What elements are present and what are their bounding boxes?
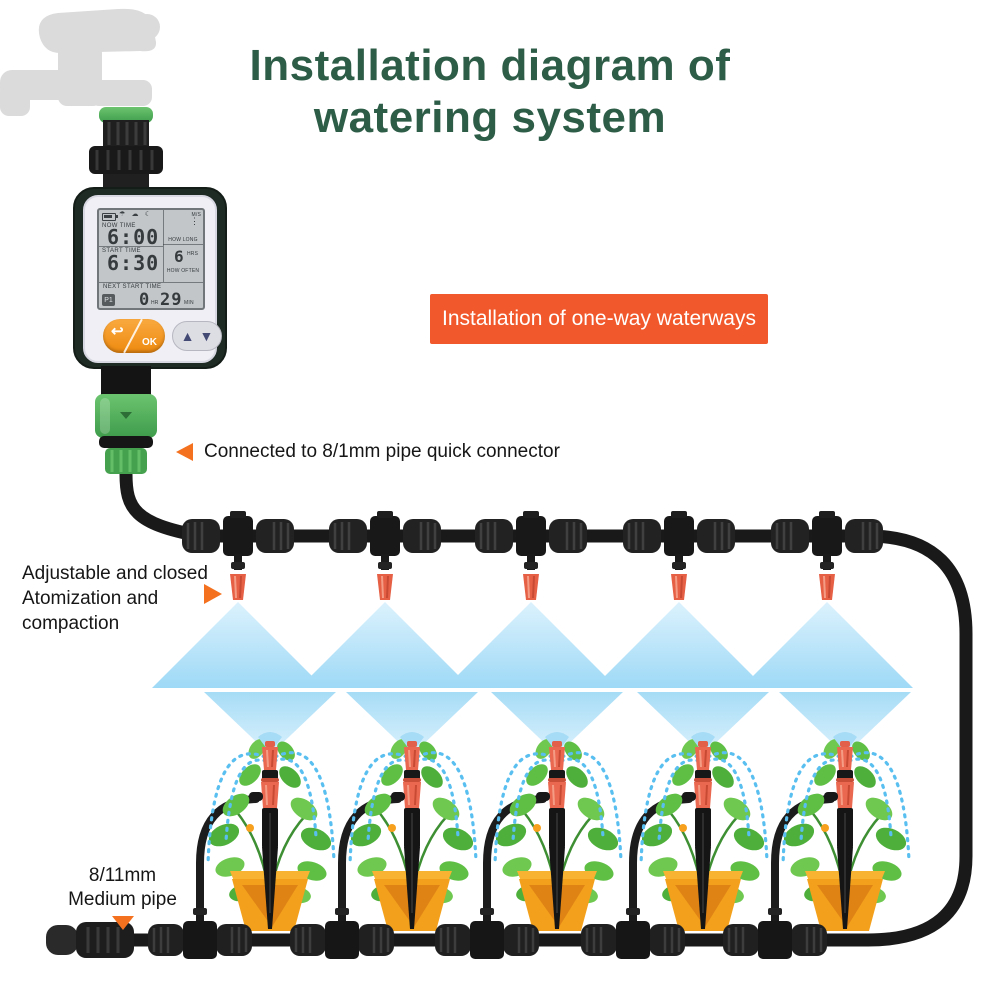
start-time-label: START TIME (102, 248, 141, 254)
now-time-value: 6:00 (107, 225, 160, 249)
back-ok-button: ↩ OK (103, 318, 165, 354)
faucet-silhouette (0, 8, 160, 116)
bottom-tee-3 (433, 906, 541, 961)
medium-pipe-label-line-2: Medium pipe (68, 889, 177, 910)
title-line-1: Installation diagram of (249, 41, 731, 90)
main-pipe (59, 529, 973, 947)
bottom-tee-1 (146, 906, 254, 961)
timer-lcd: ☂ ☁ ☾ M/S ⋮ NOW TIME 6:00 START TIME 6:3… (97, 208, 205, 310)
timer-supply-tube (119, 467, 207, 543)
next-hr-value: 0 (139, 290, 151, 310)
level-indicator-icon: ⋮ (190, 216, 199, 226)
next-min-value: 29 (160, 290, 183, 310)
atomizer-label-line-2: Atomization and (22, 588, 159, 609)
how-often-unit: HRS (187, 251, 199, 257)
down-arrow-icon: ▼ (199, 328, 214, 344)
battery-icon (102, 213, 118, 221)
banner-text: Installation of one-way waterways (442, 307, 756, 330)
pointer-down-icon (112, 916, 134, 930)
atomizer-label-line-3: compaction (22, 613, 120, 634)
mode-label: M/S (191, 212, 201, 218)
next-start-label: NEXT START TIME (103, 284, 162, 290)
bottom-tee-2 (288, 906, 396, 961)
medium-pipe-label-line-1: 8/11mm (88, 865, 157, 886)
ok-label: OK (142, 337, 157, 348)
quick-connector-label: Connected to 8/1mm pipe quick connector (204, 441, 560, 462)
page-title: Installation diagram of watering system (140, 40, 840, 144)
bottom-tee-4 (579, 906, 687, 961)
timer-top-connector (89, 107, 163, 190)
bottom-tee-5 (721, 906, 829, 961)
up-down-button: ▲ ▼ (172, 321, 222, 351)
quick-connector (95, 366, 157, 474)
how-often-label: HOW OFTEN (166, 268, 200, 274)
title-line-2: watering system (313, 92, 667, 142)
banner: Installation of one-way waterways (430, 294, 768, 344)
potted-plant-2 (342, 732, 477, 941)
potted-plant-4 (633, 732, 768, 941)
atomizer-label: Adjustable and closed Atomization and co… (22, 561, 208, 636)
up-arrow-icon: ▲ (180, 328, 195, 344)
potted-plant-1 (200, 732, 335, 941)
lcd-divider-vertical (163, 210, 164, 282)
lcd-divider-bottom (99, 282, 203, 283)
potted-plant-3 (487, 732, 622, 941)
next-min-unit: MIN (184, 300, 194, 306)
lcd-divider-right (163, 244, 203, 245)
end-plug (46, 922, 134, 958)
pointer-right-icon (204, 584, 222, 604)
back-icon: ↩ (111, 323, 124, 340)
program-badge: P1 (102, 294, 115, 306)
start-time-value: 6:30 (107, 251, 160, 275)
pointer-left-icon (176, 443, 193, 461)
button-divider (123, 318, 143, 354)
how-often-value: 6 (174, 247, 185, 266)
potted-plant-5 (775, 732, 910, 941)
next-hr-unit: HR (151, 300, 159, 306)
lcd-divider-left (99, 246, 163, 247)
medium-pipe-label: 8/11mm Medium pipe (55, 864, 190, 912)
how-long-label: HOW LONG (168, 237, 198, 243)
atomizer-label-line-1: Adjustable and closed (22, 563, 208, 584)
weather-icons: ☂ ☁ ☾ (119, 210, 154, 218)
now-time-label: NOW TIME (102, 223, 136, 229)
